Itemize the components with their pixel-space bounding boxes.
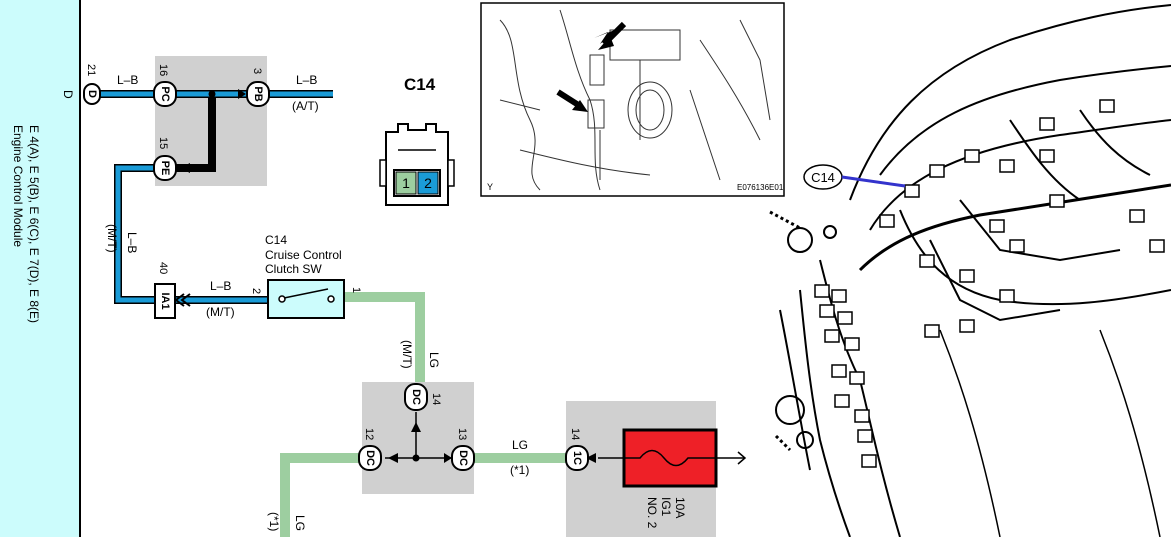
svg-text:DC: DC	[457, 450, 469, 466]
svg-text:D: D	[86, 90, 98, 98]
connector-pe[interactable]	[153, 155, 177, 181]
svg-text:1C: 1C	[571, 451, 583, 465]
svg-text:PC: PC	[159, 86, 171, 101]
pb-pin: 3	[251, 68, 263, 74]
ecm-pin-21: 21	[85, 64, 97, 76]
switch-name-1: Cruise Control	[265, 248, 342, 262]
pe-pin: 15	[157, 137, 169, 149]
location-callout-label: C14	[811, 170, 835, 185]
svg-text:DC: DC	[364, 450, 376, 466]
wire-lg-vertical: LG	[427, 352, 441, 368]
connector-view-title: C14	[404, 75, 436, 94]
connector-pc[interactable]	[153, 81, 177, 107]
svg-text:DC: DC	[410, 389, 422, 405]
fuse-name-2: NO. 2	[645, 497, 659, 529]
ecm-title: Engine Control Module	[11, 125, 25, 247]
wire-lb-vertical: L–B	[125, 232, 139, 253]
wire-lg-bottom: LG	[293, 515, 307, 531]
svg-text:IA1: IA1	[159, 292, 171, 309]
wire-lb-lower: L–B	[210, 279, 231, 293]
wire-lb-right: L–B	[296, 73, 317, 87]
ia1-pin: 40	[157, 262, 169, 274]
ecm-connector-letter: D	[61, 90, 75, 99]
photo-code: E076136E01	[737, 183, 784, 192]
dc-right-pin: 13	[456, 428, 468, 440]
connector-1c[interactable]	[565, 445, 589, 471]
connector-face-c14: 1 2	[379, 123, 455, 206]
wire-note-bottom: (*1)	[267, 512, 281, 531]
dc-left-pin: 12	[363, 428, 375, 440]
ecm-sidebar	[0, 0, 80, 537]
wire-lg-mid: LG	[512, 438, 528, 452]
switch-pin-left: 2	[250, 288, 262, 294]
svg-text:PB: PB	[252, 86, 264, 101]
connector-pin-2: 2	[424, 175, 432, 191]
connector-dc-12[interactable]	[358, 445, 382, 471]
wire-lb-top: L–B	[117, 73, 138, 87]
wire-note-mid: (*1)	[510, 463, 529, 477]
harness-connectors	[814, 99, 1165, 468]
ecm-connectors-label: E 4(A), E 5(B), E 6(C), E 7(D), E 8(E)	[27, 125, 41, 323]
pc-pin: 16	[157, 64, 169, 76]
wire-mt-lower: (M/T)	[206, 305, 235, 319]
wire-mt-vertical: (M/T)	[105, 224, 119, 253]
switch-id: C14	[265, 233, 287, 247]
switch-pin-right: 1	[350, 287, 362, 293]
switch-name-2: Clutch SW	[265, 262, 322, 276]
connector-ia1[interactable]	[154, 283, 176, 319]
connector-dc-14[interactable]	[404, 383, 428, 411]
connector-pin-1: 1	[402, 175, 410, 191]
dc-top-pin: 14	[430, 393, 442, 405]
connector-pb[interactable]	[246, 81, 270, 107]
wire-mt-lg: (M/T)	[400, 340, 414, 369]
green-wires	[280, 292, 575, 537]
1c-pin: 14	[569, 428, 581, 440]
component-photo: Y E076136E01	[480, 2, 785, 197]
dashboard-location-drawing	[769, 4, 1171, 537]
svg-text:PE: PE	[159, 161, 171, 176]
ecm-connector-d[interactable]	[83, 83, 101, 105]
fuse-amp: 10A	[673, 497, 687, 518]
photo-corner-letter: Y	[487, 182, 493, 192]
fuse-name-1: IG1	[659, 497, 673, 517]
wire-at-note: (A/T)	[292, 99, 319, 113]
